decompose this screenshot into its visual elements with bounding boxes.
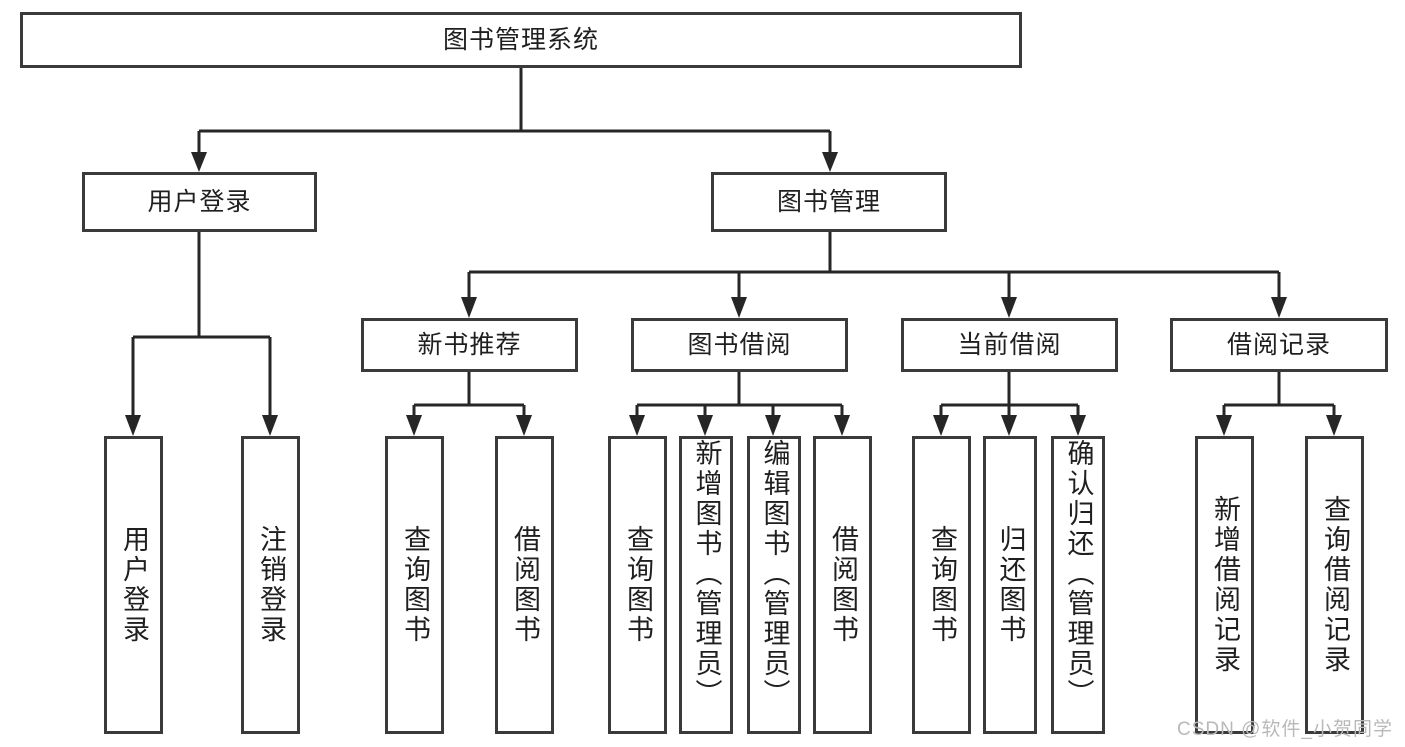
node-book-management[interactable]: 图书管理 bbox=[711, 172, 947, 232]
leaf-label: 查询图书 bbox=[623, 525, 653, 645]
leaf-borrow-edit-book-admin[interactable]: 编辑图书（管理员） bbox=[747, 436, 801, 734]
arrow-newbook-leaf-1 bbox=[406, 415, 422, 436]
leaf-label: 用户登录 bbox=[119, 525, 149, 645]
node-root-library-system[interactable]: 图书管理系统 bbox=[20, 12, 1022, 68]
arrow-record-leaf-2 bbox=[1326, 415, 1342, 436]
leaf-label: 查询图书 bbox=[927, 525, 957, 645]
arrow-current-leaf-1 bbox=[933, 415, 949, 436]
arrow-root-to-userlogin bbox=[191, 152, 207, 172]
arrow-borrow-leaf-4 bbox=[834, 415, 850, 436]
arrow-current-leaf-3 bbox=[1070, 415, 1086, 436]
leaf-label: 新增图书（管理员） bbox=[691, 439, 722, 709]
leaf-borrow-query-book[interactable]: 查询图书 bbox=[608, 436, 667, 734]
arrow-borrow-leaf-2 bbox=[697, 415, 713, 436]
arrow-current-leaf-2 bbox=[1001, 415, 1017, 436]
leaf-user-login-logout[interactable]: 注销登录 bbox=[241, 436, 300, 734]
arrow-borrow-leaf-1 bbox=[629, 415, 645, 436]
node-book-management-label: 图书管理 bbox=[776, 188, 881, 216]
node-new-book-recommend-label: 新书推荐 bbox=[417, 331, 522, 359]
node-user-login[interactable]: 用户登录 bbox=[82, 172, 317, 232]
leaf-label: 注销登录 bbox=[256, 525, 286, 645]
leaf-new-book-borrow-book[interactable]: 借阅图书 bbox=[495, 436, 554, 734]
leaf-current-query-book[interactable]: 查询图书 bbox=[912, 436, 971, 734]
arrow-borrow-leaf-3 bbox=[765, 415, 781, 436]
leaf-current-confirm-return-admin[interactable]: 确认归还（管理员） bbox=[1051, 436, 1105, 734]
leaf-label: 借阅图书 bbox=[828, 525, 858, 645]
leaf-label: 查询图书 bbox=[400, 525, 430, 645]
node-root-label: 图书管理系统 bbox=[442, 26, 599, 54]
leaf-record-query-record[interactable]: 查询借阅记录 bbox=[1305, 436, 1364, 734]
arrow-root-to-bookmgmt bbox=[822, 152, 838, 172]
arrow-record-leaf-1 bbox=[1216, 415, 1232, 436]
watermark-text: CSDN @软件_小贺同学 bbox=[1177, 719, 1393, 740]
node-book-borrow-label: 图书借阅 bbox=[687, 331, 792, 359]
leaf-label: 编辑图书（管理员） bbox=[759, 439, 790, 709]
node-current-borrow-label: 当前借阅 bbox=[957, 331, 1062, 359]
leaf-label: 确认归还（管理员） bbox=[1063, 439, 1094, 709]
leaf-borrow-borrow-book[interactable]: 借阅图书 bbox=[813, 436, 872, 734]
leaf-record-add-record[interactable]: 新增借阅记录 bbox=[1195, 436, 1254, 734]
leaf-current-return-book[interactable]: 归还图书 bbox=[983, 436, 1037, 734]
leaf-label: 新增借阅记录 bbox=[1210, 495, 1240, 675]
node-user-login-label: 用户登录 bbox=[147, 188, 252, 216]
leaf-label: 查询借阅记录 bbox=[1320, 495, 1350, 675]
leaf-user-login-login[interactable]: 用户登录 bbox=[104, 436, 163, 734]
arrow-newbook-leaf-2 bbox=[516, 415, 532, 436]
leaf-label: 归还图书 bbox=[995, 525, 1026, 645]
arrow-userlogin-leaf-1 bbox=[125, 415, 141, 436]
arrow-userlogin-leaf-2 bbox=[262, 415, 278, 436]
leaf-borrow-add-book-admin[interactable]: 新增图书（管理员） bbox=[679, 436, 733, 734]
node-current-borrow[interactable]: 当前借阅 bbox=[901, 318, 1118, 372]
arrow-bookmgmt-to-current bbox=[1001, 297, 1017, 318]
leaf-label: 借阅图书 bbox=[510, 525, 540, 645]
node-borrow-record-label: 借阅记录 bbox=[1226, 331, 1331, 359]
node-new-book-recommend[interactable]: 新书推荐 bbox=[361, 318, 578, 372]
arrow-bookmgmt-to-newbook bbox=[461, 297, 477, 318]
leaf-new-book-query-book[interactable]: 查询图书 bbox=[385, 436, 444, 734]
arrow-bookmgmt-to-borrow bbox=[731, 297, 747, 318]
arrow-bookmgmt-to-record bbox=[1271, 297, 1287, 318]
node-book-borrow[interactable]: 图书借阅 bbox=[631, 318, 848, 372]
node-borrow-record[interactable]: 借阅记录 bbox=[1170, 318, 1388, 372]
